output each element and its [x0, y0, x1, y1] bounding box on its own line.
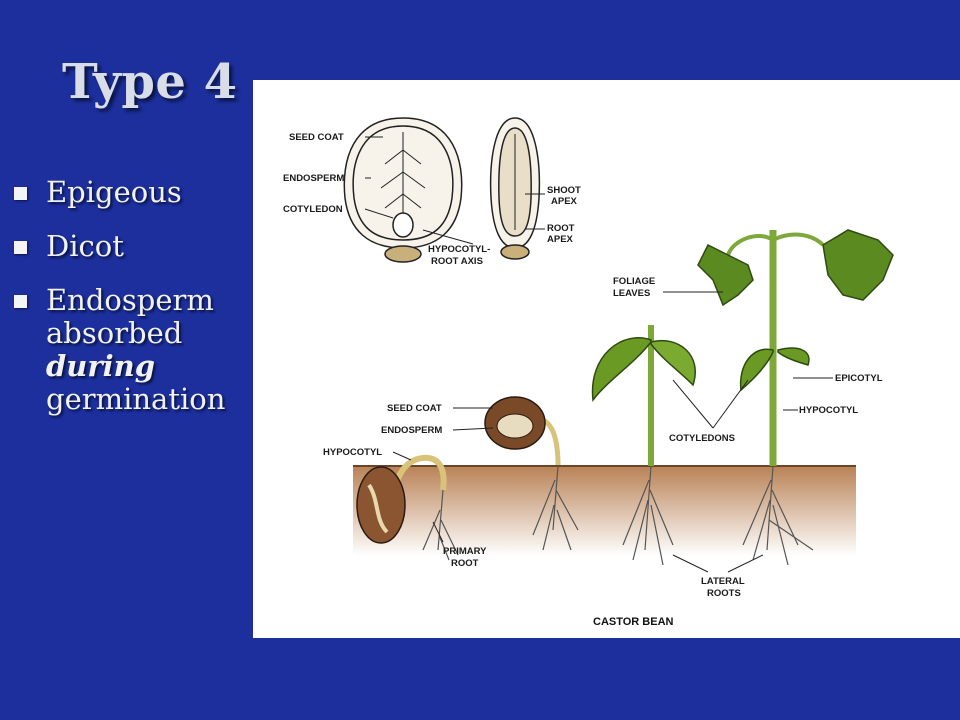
germination-illustration: SEED COAT ENDOSPERM COTYLEDON SHOOT APEX…	[283, 117, 894, 628]
label-epicotyl: EPICOTYL	[835, 373, 883, 384]
label-hypocotyl-right: HYPOCOTYL	[799, 405, 858, 416]
slide-title: Type 4	[62, 54, 238, 110]
seed-cross-section-front	[343, 117, 463, 263]
label-hypocotyl-root-axis-line1: HYPOCOTYL-	[428, 244, 490, 255]
seedling-stage-3	[591, 325, 696, 566]
bullet-text: Epigeous	[46, 175, 182, 209]
leader-lines-bottom	[392, 291, 833, 573]
label-root-apex-line1: ROOT	[547, 223, 575, 234]
bullet-item: Dicot	[14, 230, 244, 263]
bullet-text-part: germination	[46, 382, 226, 416]
label-seed-coat-mid: SEED COAT	[387, 403, 442, 414]
bullet-item: Epigeous	[14, 176, 244, 209]
label-seed-coat-top: SEED COAT	[289, 132, 344, 143]
label-foliage-leaves-line1: FOLIAGE	[613, 276, 655, 287]
bullet-text-part: Endosperm absorbed	[46, 283, 214, 350]
bullet-item: Endosperm absorbed during germination	[14, 284, 244, 416]
label-hypocotyl-left: HYPOCOTYL	[323, 447, 382, 458]
label-hypocotyl-root-axis-line2: ROOT AXIS	[431, 256, 483, 267]
label-shoot-apex-line2: APEX	[551, 196, 578, 207]
bullet-text: Endosperm absorbed during germination	[46, 283, 225, 416]
seedling-stage-4	[697, 229, 894, 566]
seedling-stage-2	[484, 396, 579, 551]
bullet-list: Epigeous Dicot Endosperm absorbed during…	[14, 176, 244, 437]
seed-cross-section-side	[489, 117, 541, 260]
label-cotyledon-top: COTYLEDON	[283, 204, 343, 215]
figure-caption: CASTOR BEAN	[593, 616, 674, 628]
leader-lines-top	[364, 136, 545, 245]
label-root-apex-line2: APEX	[547, 234, 574, 245]
label-shoot-apex-line1: SHOOT	[547, 185, 581, 196]
label-primary-root-line1: PRIMARY	[443, 546, 487, 557]
square-bullet-icon	[14, 241, 27, 254]
bullet-text-emphasis: during	[46, 349, 156, 383]
label-endosperm-top: ENDOSPERM	[283, 173, 344, 184]
label-endosperm-mid: ENDOSPERM	[381, 425, 442, 436]
label-cotyledons: COTYLEDONS	[669, 433, 735, 444]
label-lateral-roots-line2: ROOTS	[707, 588, 741, 599]
square-bullet-icon	[14, 295, 27, 308]
seedling-stage-1	[356, 454, 459, 561]
soil	[353, 466, 856, 556]
label-primary-root-line2: ROOT	[451, 558, 479, 569]
square-bullet-icon	[14, 187, 27, 200]
bullet-text: Dicot	[46, 229, 124, 263]
label-lateral-roots-line1: LATERAL	[701, 576, 745, 587]
castor-bean-diagram: SEED COAT ENDOSPERM COTYLEDON SHOOT APEX…	[253, 80, 960, 638]
label-foliage-leaves-line2: LEAVES	[613, 288, 650, 299]
